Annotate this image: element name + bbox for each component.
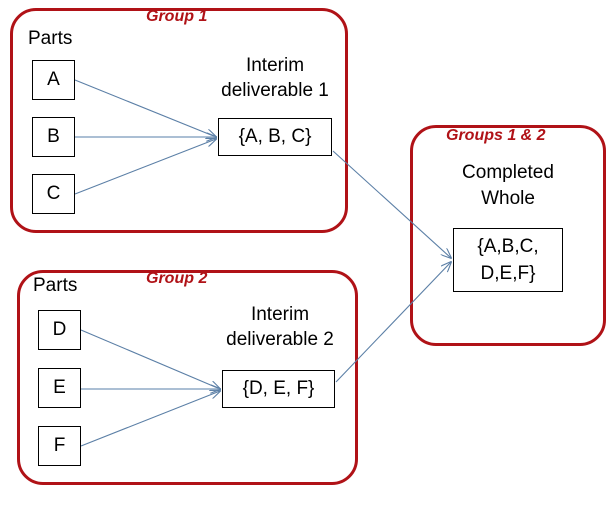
arrow-deliverable-1-to-completed-whole [332,150,451,258]
arrow-a-to-deliverable-1 [74,79,216,137]
part-box-e: E [38,368,81,408]
interim-deliverable-1-set-box: {A, B, C} [218,118,332,156]
group-1-container [10,8,348,233]
interim-deliverable-1-title-line2: deliverable 1 [221,80,329,101]
interim-deliverable-2-set-box: {D, E, F} [222,370,335,408]
groups-1-and-2-label: Groups 1 & 2 [446,127,546,144]
completed-whole-title-line2: Whole [481,188,535,209]
arrow-c-to-deliverable-1 [74,139,216,195]
part-box-b: B [32,117,75,157]
group-2-container [17,270,358,485]
group-2-label: Group 2 [146,270,208,287]
part-box-f: F [38,426,81,466]
interim-deliverable-1-title: Interim deliverable 1 [200,53,350,103]
interim-deliverable-2-title-line1: Interim [250,304,310,325]
arrow-d-to-deliverable-2 [80,329,220,389]
interim-deliverable-2-title: Interim deliverable 2 [205,302,355,352]
part-box-c: C [32,174,75,214]
completed-whole-set-box: {A,B,C, D,E,F} [453,228,563,292]
arrow-deliverable-2-to-completed-whole [335,262,451,383]
interim-deliverable-2-title-line2: deliverable 2 [226,329,334,350]
group-1-label: Group 1 [146,8,208,25]
completed-whole-set-line1: {A,B,C, [477,236,539,257]
completed-whole-title: Completed Whole [415,160,601,212]
part-box-a: A [32,60,75,100]
interim-deliverable-1-title-line1: Interim [245,55,305,76]
completed-whole-title-line1: Completed [462,162,554,183]
group-1-parts-heading: Parts [28,28,73,49]
part-box-d: D [38,310,81,350]
arrow-f-to-deliverable-2 [80,391,220,447]
groups-1-and-2-container [410,125,606,346]
completed-whole-set-line2: D,E,F} [480,263,536,284]
group-2-parts-heading: Parts [33,275,78,296]
